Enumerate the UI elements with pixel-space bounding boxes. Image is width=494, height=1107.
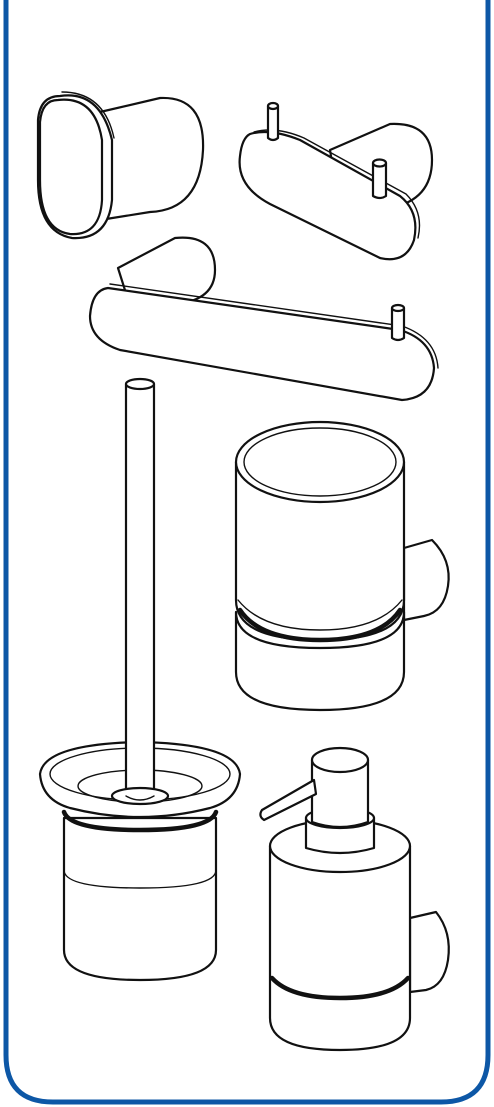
tumbler-holder-icon xyxy=(234,420,450,712)
toilet-brush-holder-icon xyxy=(38,377,242,982)
soap-dispenser-icon xyxy=(259,746,450,1052)
robe-hook-double-icon xyxy=(238,101,434,261)
robe-hook-single-icon xyxy=(36,91,205,240)
towel-bar-icon xyxy=(88,236,439,402)
frame-border xyxy=(3,0,491,1105)
